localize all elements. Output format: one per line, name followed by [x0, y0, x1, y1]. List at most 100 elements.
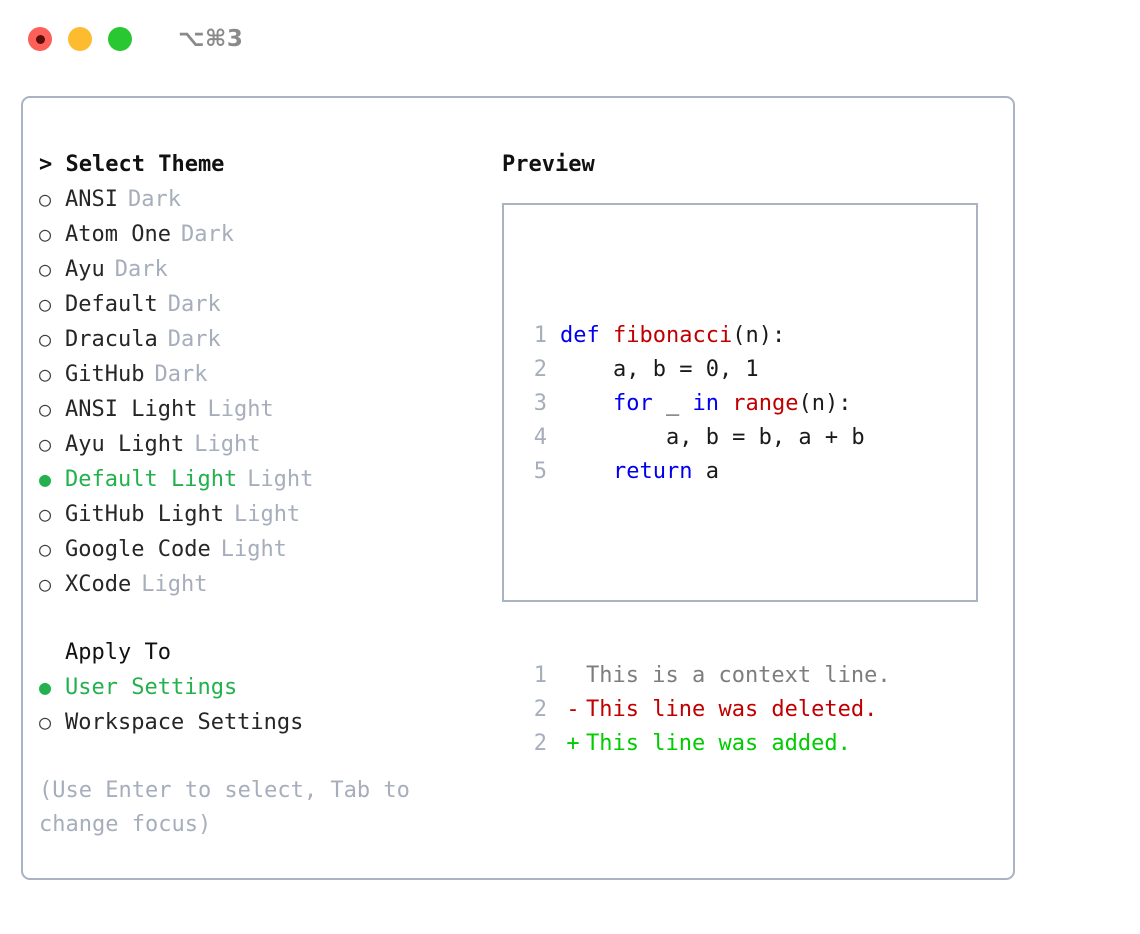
theme-option-label: Default Light — [65, 467, 238, 492]
code-token: a, b = 0, 1 — [560, 357, 759, 382]
code-spacer — [521, 557, 891, 591]
theme-option-default[interactable]: ○ Default Dark — [39, 287, 489, 322]
diff-marker — [560, 659, 586, 693]
apply-to-list: ●User Settings ○ Workspace Settings — [39, 670, 489, 740]
theme-variant-badge: Dark — [180, 222, 234, 247]
code-token: fibonacci — [612, 323, 733, 348]
theme-variant-badge: Dark — [167, 292, 221, 317]
theme-option-ayu[interactable]: ○ Ayu Dark — [39, 252, 489, 287]
theme-option-label: Atom One — [65, 222, 171, 247]
code-line-number: 4 — [533, 425, 547, 450]
theme-option-label: GitHub — [65, 362, 145, 387]
theme-option-label: XCode — [65, 572, 132, 597]
theme-option-label: ANSI Light — [65, 397, 198, 422]
apply-to-option-user-settings[interactable]: ●User Settings — [39, 670, 489, 705]
window-title: ⌥⌘3 — [178, 26, 244, 52]
theme-variant-badge: Dark — [154, 362, 208, 387]
theme-option-default-light[interactable]: ● Default Light Light — [39, 462, 489, 497]
radio-unselected-icon: ○ — [39, 257, 52, 281]
diff-sample: 1 This is a context line.2-This line was… — [521, 659, 891, 761]
theme-variant-badge: Light — [233, 502, 301, 527]
radio-unselected-icon: ○ — [39, 187, 52, 211]
diff-line: 1 This is a context line. — [521, 659, 891, 693]
title-bar: ⌥⌘3 — [0, 0, 1140, 78]
theme-variant-badge: Dark — [127, 187, 181, 212]
theme-option-label: Ayu — [65, 257, 105, 282]
code-token: range — [732, 391, 799, 416]
theme-variant-badge: Light — [220, 537, 287, 562]
apply-to-heading: Apply To — [65, 640, 171, 665]
code-line-number: 5 — [533, 459, 547, 484]
code-token: in — [692, 391, 719, 416]
code-token: a — [692, 459, 719, 484]
diff-line-number: 1 — [533, 663, 547, 688]
theme-option-label: Dracula — [65, 327, 158, 352]
code-line-content: for _ in range(n): — [560, 387, 851, 421]
diff-line-text: This is a context line. — [586, 663, 891, 688]
code-token: return — [612, 459, 693, 484]
close-button[interactable] — [28, 27, 52, 51]
code-line-content: a, b = 0, 1 — [560, 353, 759, 387]
code-line: 4 a, b = b, a + b — [521, 421, 891, 455]
keyboard-hint: (Use Enter to select, Tab to change focu… — [39, 778, 424, 837]
diff-marker: + — [566, 731, 580, 756]
radio-unselected-icon: ○ — [39, 397, 52, 421]
radio-unselected-icon: ○ — [39, 537, 52, 561]
code-line-content: return a — [560, 455, 719, 489]
preview-heading: Preview — [502, 152, 595, 177]
radio-unselected-icon: ○ — [39, 292, 52, 316]
theme-option-label: Default — [65, 292, 158, 317]
code-token: def — [560, 323, 613, 348]
radio-unselected-icon: ○ — [39, 362, 52, 386]
code-token — [560, 391, 613, 416]
code-token: (n): — [732, 323, 786, 348]
theme-option-label: Google Code — [65, 537, 211, 562]
radio-unselected-icon: ○ — [39, 502, 52, 526]
code-line: 3 for _ in range(n): — [521, 387, 891, 421]
apply-to-option-label: Workspace Settings — [65, 710, 304, 735]
theme-option-atom-one[interactable]: ○ Atom One Dark — [39, 217, 489, 252]
diff-line-number: 2 — [533, 731, 547, 756]
code-token — [719, 391, 732, 416]
theme-option-label: ANSI — [65, 187, 118, 212]
theme-variant-badge: Light — [247, 467, 314, 492]
apply-to-option-label: User Settings — [65, 675, 238, 700]
theme-option-ansi[interactable]: ○ ANSI Dark — [39, 182, 489, 217]
diff-marker: - — [566, 697, 580, 722]
code-token — [560, 459, 613, 484]
code-line-number: 2 — [533, 357, 547, 382]
diff-line-text: This line was deleted. — [586, 697, 878, 722]
window-controls — [28, 27, 132, 51]
diff-line: 2-This line was deleted. — [521, 693, 891, 727]
maximize-button[interactable] — [108, 27, 132, 51]
code-line-content: a, b = b, a + b — [560, 421, 865, 455]
apply-to-option-workspace-settings[interactable]: ○ Workspace Settings — [39, 705, 489, 740]
theme-option-google-code[interactable]: ○ Google Code Light — [39, 532, 489, 567]
radio-selected-icon: ● — [39, 467, 52, 491]
theme-variant-badge: Dark — [167, 327, 221, 352]
theme-option-dracula[interactable]: ○ Dracula Dark — [39, 322, 489, 357]
minimize-button[interactable] — [68, 27, 92, 51]
theme-variant-badge: Dark — [114, 257, 168, 282]
radio-unselected-icon: ○ — [39, 222, 52, 246]
radio-unselected-icon: ○ — [39, 572, 52, 596]
code-line-number: 3 — [533, 391, 547, 416]
theme-option-github[interactable]: ○ GitHub Dark — [39, 357, 489, 392]
diff-line: 2+This line was added. — [521, 727, 891, 761]
radio-unselected-icon: ○ — [39, 710, 52, 734]
theme-variant-badge: Light — [194, 432, 261, 457]
radio-unselected-icon: ○ — [39, 327, 52, 351]
theme-option-label: Ayu Light — [65, 432, 185, 457]
